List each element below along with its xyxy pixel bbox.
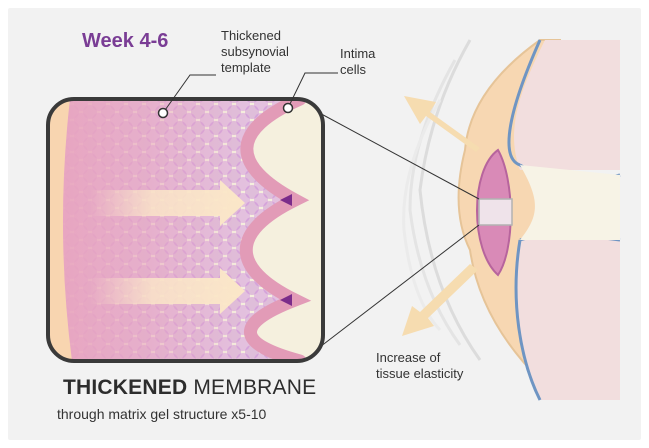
week-label: Week 4-6 xyxy=(82,30,168,53)
intima-label-line: Intima xyxy=(340,46,375,62)
elasticity-label-line: Increase of xyxy=(376,350,463,366)
callout-intima-dot xyxy=(284,104,293,113)
callout-template-dot xyxy=(159,109,168,118)
magnified-view xyxy=(48,99,323,361)
elasticity-label-line: tissue elasticity xyxy=(376,366,463,382)
template-label: Thickened subsynovial template xyxy=(221,28,289,76)
template-label-line: subsynovial xyxy=(221,44,289,60)
diagram-title: THICKENED MEMBRANE xyxy=(63,376,316,400)
template-label-line: template xyxy=(221,60,289,76)
zoom-line-top xyxy=(314,110,479,199)
elasticity-label: Increase of tissue elasticity xyxy=(376,350,463,382)
arrow-up-left-icon xyxy=(404,96,480,152)
intima-label-line: cells xyxy=(340,62,375,78)
title-regular: MEMBRANE xyxy=(193,376,316,399)
joint-illustration xyxy=(402,40,620,400)
template-label-line: Thickened xyxy=(221,28,289,44)
diagram-subtitle: through matrix gel structure x5-10 xyxy=(57,406,266,422)
title-bold: THICKENED xyxy=(63,376,187,399)
intima-label: Intima cells xyxy=(340,46,375,78)
